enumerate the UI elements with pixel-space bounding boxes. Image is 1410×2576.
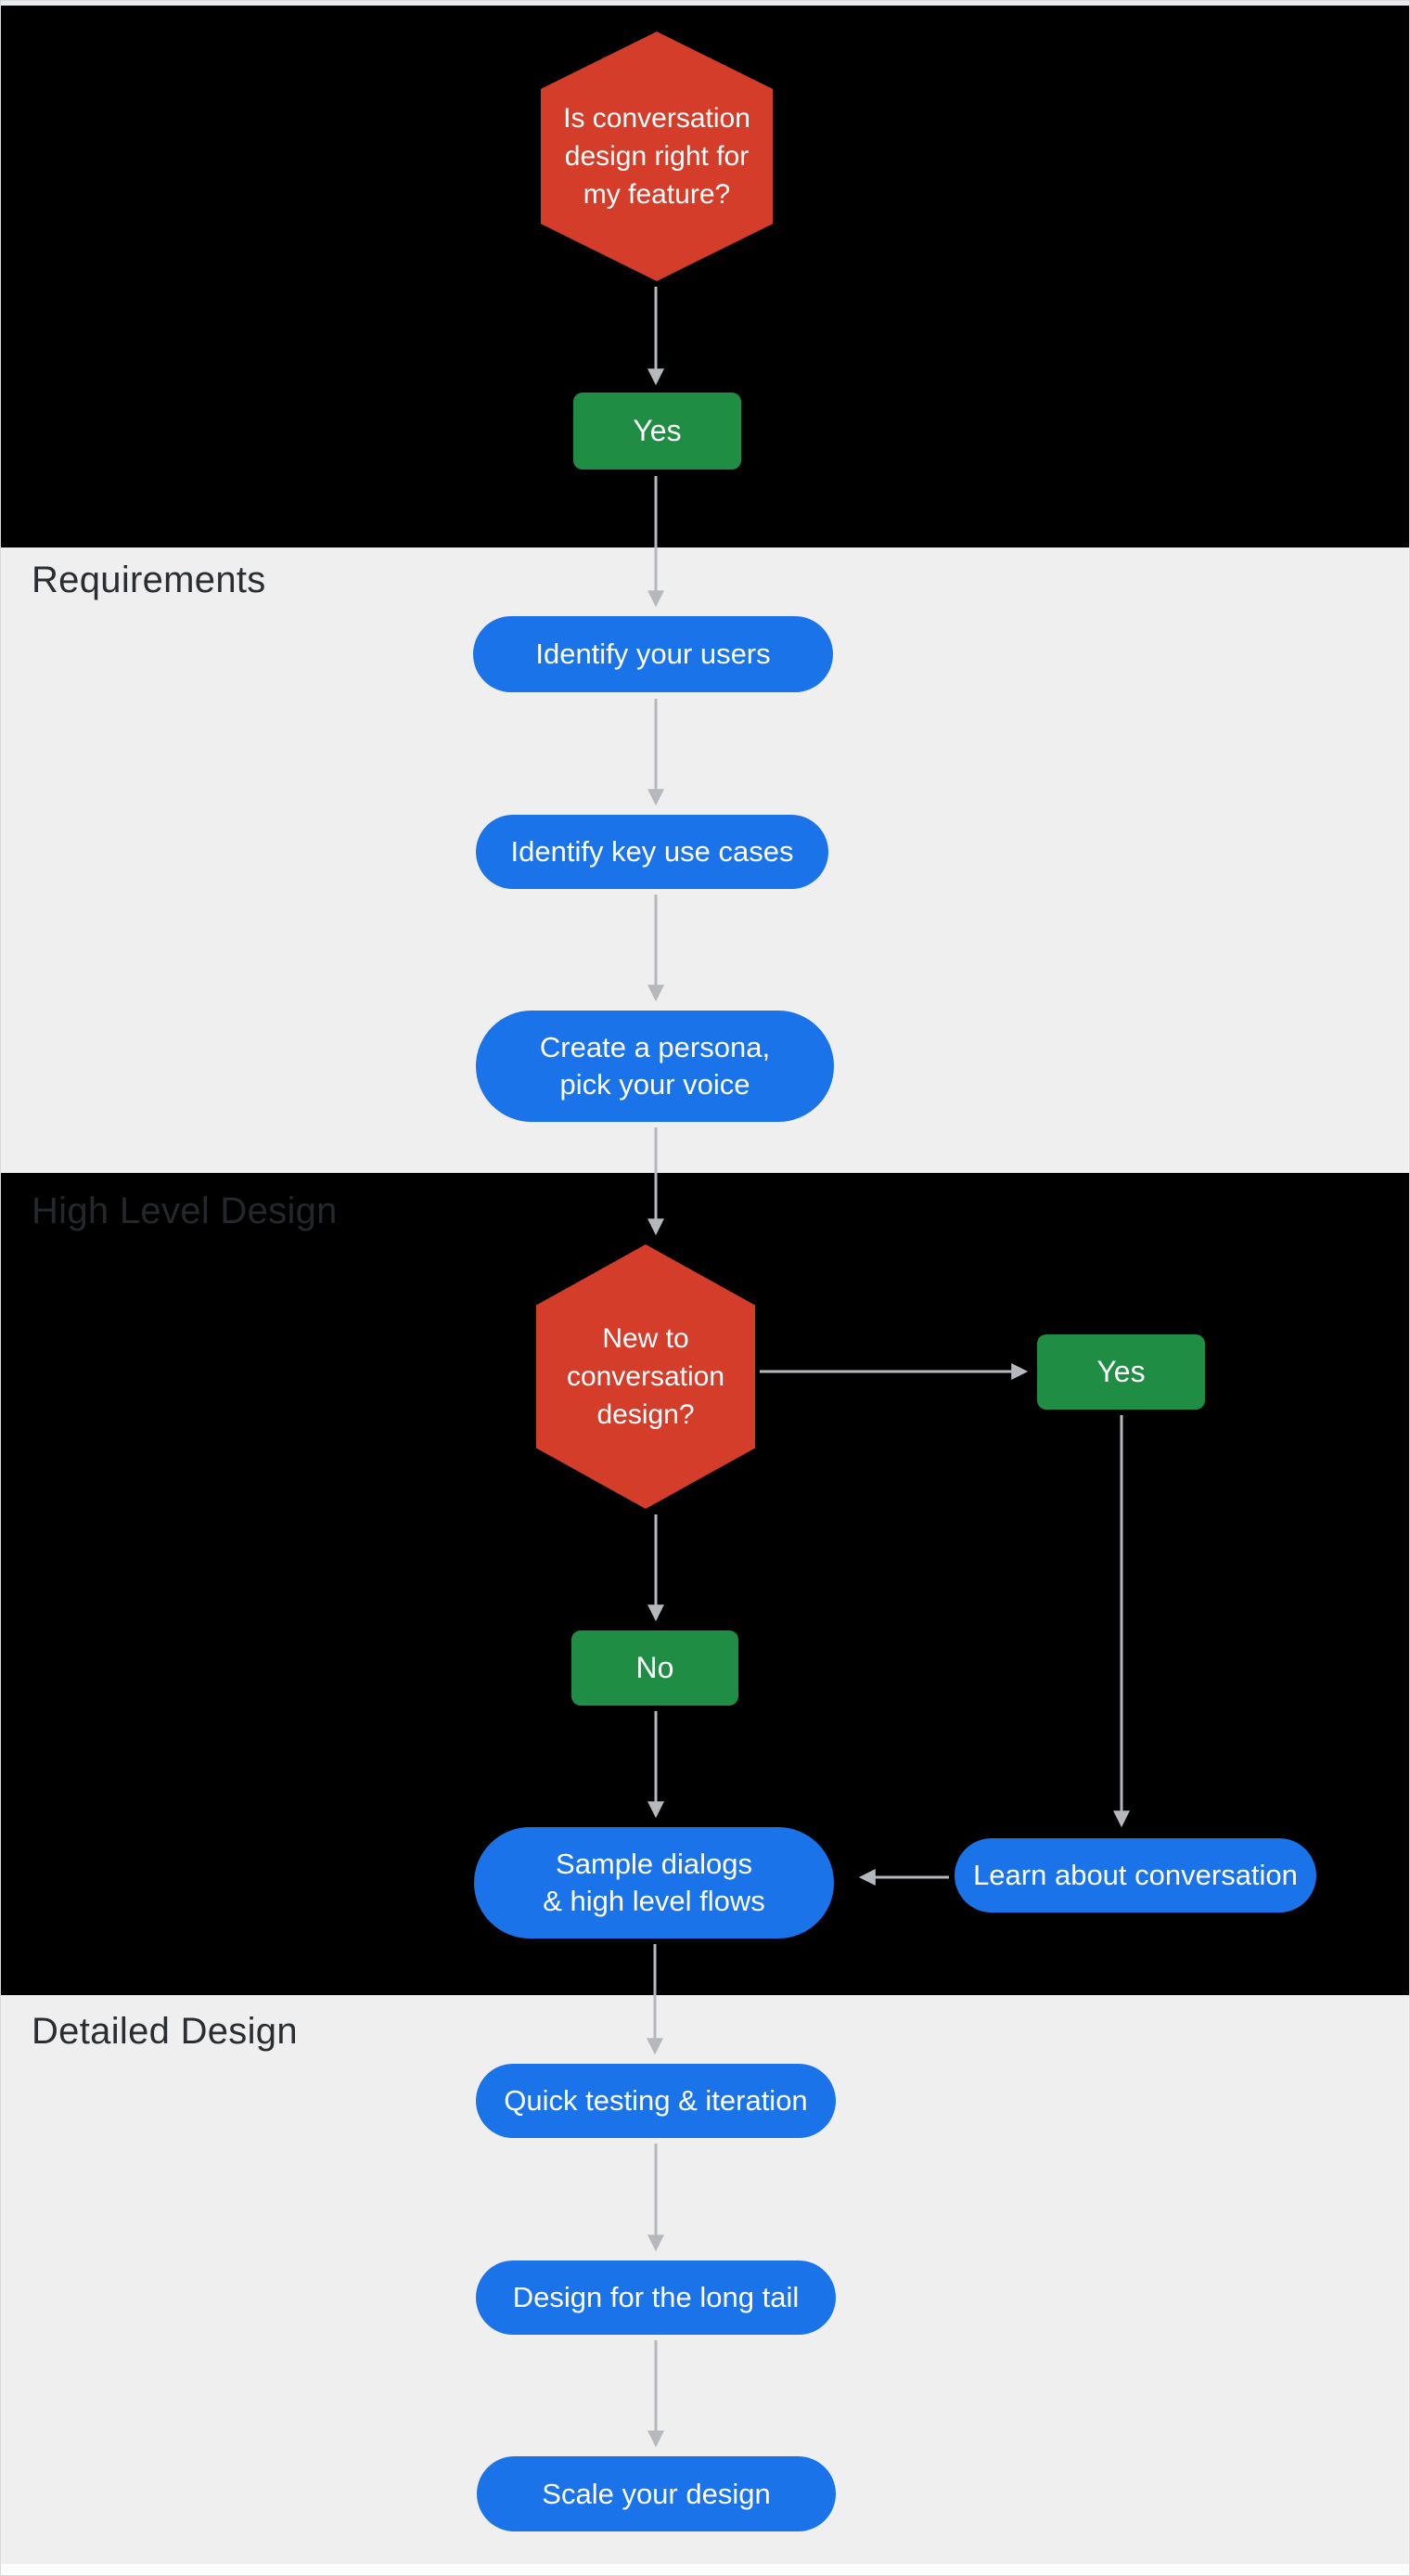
identify-your-users-button[interactable]: Identify your users (473, 616, 833, 692)
decision-line: Is conversation (563, 103, 750, 134)
top-border-strip (1, 1, 1409, 6)
section-title-detailed-design: Detailed Design (32, 2011, 298, 2052)
quick-testing-iteration-button[interactable]: Quick testing & iteration (476, 2064, 836, 2138)
decision-new-to-conversation-design: New to conversation design? (536, 1244, 755, 1509)
pill-line: pick your voice (559, 1068, 750, 1101)
create-persona-pick-voice-button[interactable]: Create a persona, pick your voice (476, 1011, 834, 1122)
identify-key-use-cases-button[interactable]: Identify key use cases (476, 815, 828, 889)
bottom-border-strip (1, 2564, 1409, 2575)
decision-is-conversation-design-right: Is conversation design right for my feat… (541, 32, 773, 281)
pill-line: Create a persona, (539, 1031, 771, 1063)
feature-yes-button[interactable]: Yes (573, 393, 741, 470)
decision-line: New to (602, 1323, 689, 1354)
decision-line: design? (596, 1399, 695, 1430)
new-yes-button[interactable]: Yes (1037, 1334, 1205, 1410)
section-title-high-level-design: High Level Design (32, 1191, 338, 1231)
pill-line: Sample dialogs (556, 1848, 752, 1880)
learn-about-conversation-button[interactable]: Learn about conversation (955, 1838, 1316, 1913)
decision-line: my feature? (583, 179, 731, 210)
decision-line: design right for (564, 141, 750, 172)
new-no-button[interactable]: No (571, 1630, 738, 1706)
sample-dialogs-high-level-flows-button[interactable]: Sample dialogs & high level flows (474, 1827, 834, 1938)
decision-line: conversation (566, 1361, 725, 1392)
section-title-requirements: Requirements (32, 560, 266, 600)
scale-your-design-button[interactable]: Scale your design (477, 2456, 836, 2531)
pill-line: & high level flows (543, 1885, 765, 1917)
design-for-long-tail-button[interactable]: Design for the long tail (476, 2260, 836, 2335)
